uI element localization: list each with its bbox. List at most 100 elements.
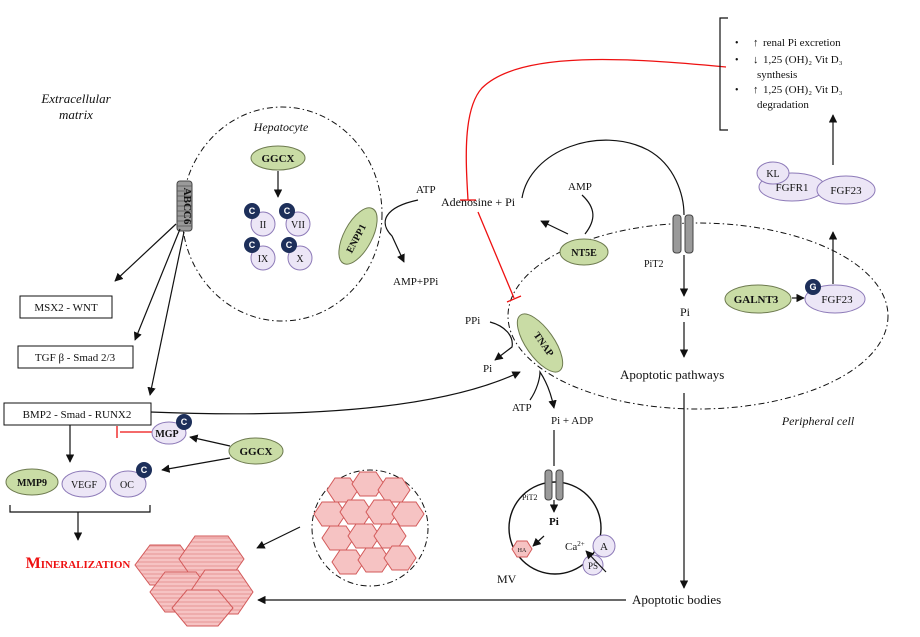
enpp1 (338, 207, 378, 265)
crystal-cluster-boundary (311, 469, 429, 587)
targets-bracket (9, 505, 151, 513)
svg-text:II: II (260, 220, 267, 231)
svg-text:C: C (249, 206, 256, 216)
effect-vitd-degradation: • ↑ 1,25 (OH)₂ Vit D₃ degradation (735, 84, 843, 111)
oc (109, 470, 147, 498)
glycosylation-icon (805, 279, 821, 295)
svg-text:C: C (286, 240, 293, 250)
ha-label: HA (518, 548, 527, 554)
pi-intracellular-label: Pi (680, 305, 691, 319)
svg-text:↓: ↓ (753, 54, 759, 66)
oc-carboxylation-icon (136, 462, 152, 478)
carboxylation-icon (281, 237, 297, 253)
svg-text:C: C (249, 240, 256, 250)
ca-influx-arrow (585, 550, 607, 573)
svg-text:1,25 (OH)₂ Vit D₃: 1,25 (OH)₂ Vit D₃ (763, 84, 843, 96)
galnt3-label: GALNT3 (734, 294, 779, 306)
svg-text:G: G (809, 282, 816, 292)
ggcx-top-label: GGCX (262, 153, 295, 165)
bmp2-to-tnap-arrow (149, 371, 521, 415)
apoptotic-bodies-label: Apoptotic bodies (632, 592, 721, 607)
ppi-hydrolysis-arrow (489, 321, 513, 361)
nt5e-to-adenosine-arrow (540, 220, 569, 235)
fgf23-inhibition-curve (465, 58, 727, 201)
fgfr1-label: FGFR1 (775, 182, 808, 194)
mineral-crystals-large (134, 535, 254, 627)
apoptotic-pathways-label: Apoptotic pathways (620, 367, 724, 382)
svg-text:↑: ↑ (753, 37, 759, 49)
bmp2-runx2-box (3, 402, 152, 426)
svg-text:•: • (735, 85, 739, 96)
svg-text:C: C (284, 206, 291, 216)
svg-text:C: C (181, 417, 188, 427)
svg-text:↑: ↑ (753, 84, 759, 96)
abcc6-tgf-arrow (133, 228, 181, 341)
mv-label: MV (497, 572, 517, 586)
atp-tnap-arrow (529, 370, 557, 409)
ps-label: PS (588, 561, 598, 571)
annexin-label: A (600, 541, 608, 553)
mgp-label: MGP (155, 429, 178, 440)
peripheral-cell-label: Peripheral cell (781, 414, 855, 428)
klotho (756, 161, 790, 185)
svg-text:C: C (141, 465, 148, 475)
abcc6-transporter: ABCC6 (176, 180, 193, 232)
cluster-to-mineral-arrow (256, 526, 301, 549)
extracellular-label: Extracellular (40, 91, 111, 106)
adenosine-pi-label: Adenosine + Pi (441, 195, 516, 209)
svg-text:•: • (735, 55, 739, 66)
effects-bracket (719, 17, 728, 131)
pi-uptake-arc (521, 139, 685, 216)
pit2-membrane-transporter (672, 214, 694, 254)
atp-tnap-label: ATP (512, 402, 532, 414)
ppi-label: PPi (465, 315, 480, 327)
mmp9-label: MMP9 (17, 478, 47, 489)
tnap (516, 313, 564, 373)
bmp2-runx2-label: BMP2 - Smad - RUNX2 (23, 409, 132, 421)
amp-to-nt5e (581, 194, 594, 235)
effect-renal-excretion: • ↑ renal Pi excretion (735, 37, 841, 49)
hydroxyapatite-crystal (511, 540, 533, 558)
mgp-carboxylation-icon (176, 414, 192, 430)
svg-text:•: • (735, 38, 739, 49)
vegf (61, 470, 107, 498)
tgf-smad-label: TGF β - Smad 2/3 (35, 352, 116, 364)
abcc6-label: ABCC6 (181, 188, 193, 225)
inhibition-bar-tnap (506, 295, 522, 303)
carboxylation-icon (244, 203, 260, 219)
adenosine-inhibits-tnap (477, 211, 515, 299)
svg-text:VII: VII (291, 220, 305, 231)
peripheral-cell (507, 222, 889, 410)
pi-adp-label: Pi + ADP (551, 415, 593, 427)
ggcx-hepatocyte (250, 145, 306, 171)
svg-text:X: X (296, 254, 304, 265)
matrix-vesicle (508, 481, 602, 575)
factor-ii: II C (244, 203, 276, 237)
factor-x: X C (281, 237, 313, 271)
svg-text:1,25 (OH)₂ Vit D₃: 1,25 (OH)₂ Vit D₃ (763, 54, 843, 66)
factor-ix: IX C (244, 237, 276, 271)
ggcx-bottom-label: GGCX (240, 446, 273, 458)
atp-enpp1-label: ATP (416, 184, 436, 196)
svg-text:degradation: degradation (757, 99, 809, 111)
pi-to-ha-arrow (532, 535, 545, 547)
oc-label: OC (120, 480, 134, 491)
amp-label: AMP (568, 181, 592, 193)
mineralization-label: Mineralization (26, 555, 131, 572)
abcc6-bmp2-arrow (147, 231, 185, 396)
fgf23-glycosylated (804, 284, 866, 314)
factor-vii: VII C (279, 203, 311, 237)
carboxylation-icon (279, 203, 295, 219)
annexin (592, 534, 616, 558)
galnt3 (724, 284, 792, 314)
kl-label: KL (766, 169, 779, 180)
fgf23-receptor-bound (816, 175, 876, 205)
svg-text:synthesis: synthesis (757, 69, 797, 81)
ggcx-matrix (228, 437, 284, 465)
atp-hydrolysis-arrow (384, 199, 419, 263)
fgf23-top-label: FGF23 (830, 185, 862, 197)
hepatocyte-label: Hepatocyte (253, 120, 309, 134)
nt5e (559, 238, 609, 266)
